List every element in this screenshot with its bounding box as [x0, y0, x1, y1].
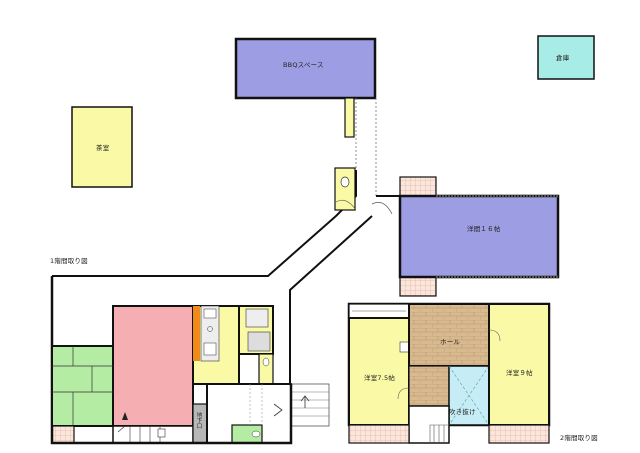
- basement-label: 地下口: [195, 412, 202, 430]
- floor2-caption: 2階間取り図: [560, 434, 598, 442]
- hall-label: ホール: [440, 338, 461, 346]
- floor1-caption: 1階間取り図: [50, 257, 88, 265]
- tea-room: [71, 106, 133, 188]
- bbq-space-label: BBQスペース: [283, 61, 324, 69]
- floor2-house: [347, 302, 551, 444]
- storehouse: [537, 35, 595, 80]
- floor1-house: [50, 276, 330, 445]
- western-room-7-5-label: 洋室7.5帖: [364, 374, 396, 382]
- tea-room-label: 茶室: [96, 144, 110, 152]
- walkway-toilet: [334, 167, 357, 211]
- storehouse-label: 倉庫: [556, 54, 570, 62]
- western-room-16-label: 洋間１６帖: [467, 225, 501, 233]
- bbq-space: [234, 37, 377, 138]
- western-room-16: [398, 176, 560, 297]
- atrium-label: 吹き抜け: [449, 408, 476, 416]
- western-room-9-label: 洋室９帖: [506, 369, 533, 377]
